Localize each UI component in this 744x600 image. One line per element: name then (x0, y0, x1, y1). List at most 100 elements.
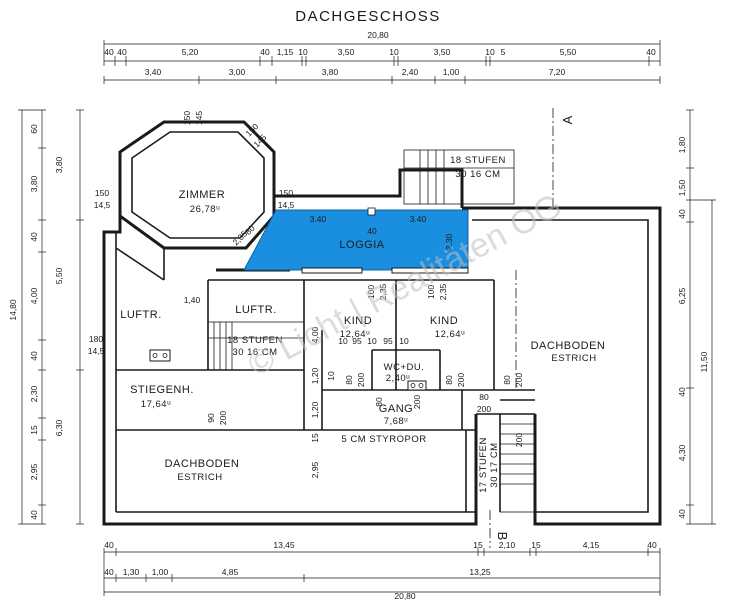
dim-bottom-e: 15 (531, 540, 541, 550)
kind-w1-b: 2,35 (378, 283, 388, 300)
dimension-chain-right: 1,80 1,50 40 6,25 40 4,30 40 11,50 (677, 109, 716, 525)
room-stiegenh-area: 17,64ᵘ (141, 399, 171, 410)
room-stiegenh-name: STIEGENH. (130, 384, 194, 396)
dim-bottom-g: 40 (647, 540, 657, 550)
room-wc-name: WC+DU. (384, 362, 425, 373)
room-kind2-area: 12,64ᵘ (435, 329, 465, 340)
dim-left-g: 15 (29, 425, 39, 435)
loggia-dim-left: 3.40 (310, 214, 327, 224)
dim-top-a: 40 (104, 47, 114, 57)
room-zimmer-name: ZIMMER (179, 189, 225, 201)
dim-left-a: 60 (29, 124, 39, 134)
stairs-mid-steps (207, 321, 305, 371)
dim-top-c: 5,20 (182, 47, 199, 57)
wc-door-b: 200 (412, 395, 422, 409)
dim-right-b: 1,50 (677, 179, 687, 196)
loggia-railing-right (391, 267, 469, 274)
dim-top-g: 3,50 (338, 47, 355, 57)
dim-top2-d: 2,40 (402, 67, 419, 77)
dim-left-total: 14,80 (8, 299, 18, 321)
stieg-left-a: 180 (89, 334, 103, 344)
styropor-note: 5 CM STYROPOR (341, 434, 426, 445)
dim-left-f: 2,30 (29, 385, 39, 402)
oct-right-a: 150 (279, 188, 293, 198)
col1-c: 2,95 (310, 461, 320, 478)
dim-bottom2-b: 1,30 (123, 567, 140, 577)
dim-right-d: 6,25 (677, 287, 687, 304)
dim-top2-a: 3,40 (145, 67, 162, 77)
dim-bottom2-a: 40 (104, 567, 114, 577)
room-luftr-left-name: LUFTR. (120, 309, 162, 321)
chimney-wc (407, 380, 427, 391)
dim-left-b: 3,80 (29, 175, 39, 192)
dim-bottom-a: 40 (104, 540, 114, 550)
room-loggia-name: LOGGIA (339, 239, 384, 251)
kind-w2-b: 2,35 (438, 283, 448, 300)
room-gang-area: 7,68ᵘ (384, 416, 409, 427)
wc-door-a: 80 (374, 397, 384, 407)
dimension-chain-bottom: 40 13,45 15 2,10 15 4,15 40 40 1,30 1,00… (103, 540, 661, 600)
kind-row-b: 95 (352, 336, 362, 346)
dim-right-a: 1,80 (677, 136, 687, 153)
dim-top-f: 10 (298, 47, 308, 57)
dim-bottom2-d: 4,85 (222, 567, 239, 577)
dim-top2-f: 7,20 (549, 67, 566, 77)
dim-top2-c: 3,80 (322, 67, 339, 77)
dim-left-i: 40 (29, 510, 39, 520)
room-dachboden-bottom-sub: ESTRICH (177, 472, 222, 483)
oct-left-b: 14,5 (94, 200, 111, 210)
section-mark-a: A (560, 115, 575, 124)
dim-bottom-c: 15 (473, 540, 483, 550)
oct-top-a: 150 (182, 111, 192, 125)
room-wc-area: 2,40ᵘ (386, 373, 411, 384)
dim-top-h: 10 (389, 47, 399, 57)
dim-left2-b: 5,50 (54, 267, 64, 284)
dim-right-c: 40 (677, 209, 687, 219)
stairs-mid-spec: 30 16 CM (232, 347, 277, 358)
dim-left-d: 4,00 (29, 287, 39, 304)
dim-top-m: 40 (646, 47, 656, 57)
dim-top-e: 1,15 (277, 47, 294, 57)
dimension-chain-left: 14,80 60 3,80 40 4,00 40 2,30 15 2,95 40… (8, 109, 84, 525)
room-luftr-mid-name: LUFTR. (235, 304, 277, 316)
door-right-b: 200 (514, 373, 524, 387)
col2-a: 4,00 (310, 326, 320, 343)
room-dachboden-right-name: DACHBODEN (531, 340, 606, 352)
dim-left-e: 40 (29, 351, 39, 361)
dim-top-b: 40 (117, 47, 127, 57)
col2-b: 10 (326, 371, 336, 381)
room-dachboden-right-sub: ESTRICH (551, 353, 596, 364)
dim-top-j: 10 (485, 47, 495, 57)
dim-bottom-d: 2,10 (499, 540, 516, 550)
stair-right-a: 80 (479, 392, 489, 402)
dimension-chain-top: 20,80 40 40 5,20 40 1,15 10 3,50 10 3,50… (103, 30, 661, 84)
section-mark-b: B (495, 532, 510, 541)
dim-left-h: 2,95 (29, 463, 39, 480)
stairs-top-label: 18 STUFEN (450, 155, 506, 166)
stairs-mid-label: 18 STUFEN (227, 335, 283, 346)
stieg-door-b: 200 (218, 411, 228, 425)
col1-a: 1,20 (310, 367, 320, 384)
kind-w1-a: 100 (366, 285, 376, 299)
dim-left2-a: 3,80 (54, 156, 64, 173)
loggia-railing-left (301, 267, 363, 274)
dim-top2-e: 1,00 (443, 67, 460, 77)
oct-top-b: 145 (194, 111, 204, 125)
stairs-right-steps (499, 413, 536, 513)
loggia-column (367, 207, 376, 216)
room-kind2-name: KIND (430, 315, 458, 327)
loggia-dim-side: 2.30 (444, 233, 454, 250)
dim-right-f: 4,30 (677, 444, 687, 461)
col1-b: 1,20 (310, 401, 320, 418)
col1-d: 15 (310, 433, 320, 443)
dim-right-g: 40 (677, 509, 687, 519)
dim-left2-c: 6,30 (54, 419, 64, 436)
dim-bottom-total: 20,80 (394, 591, 416, 600)
dim-bottom2-c: 1,00 (152, 567, 169, 577)
gang-door-c: 80 (444, 375, 454, 385)
gang-door-a: 80 (344, 375, 354, 385)
room-dachboden-bottom-name: DACHBODEN (165, 458, 240, 470)
kind-row-a: 10 (338, 336, 348, 346)
stairs-right-spec: 30 17 CM (489, 442, 500, 487)
